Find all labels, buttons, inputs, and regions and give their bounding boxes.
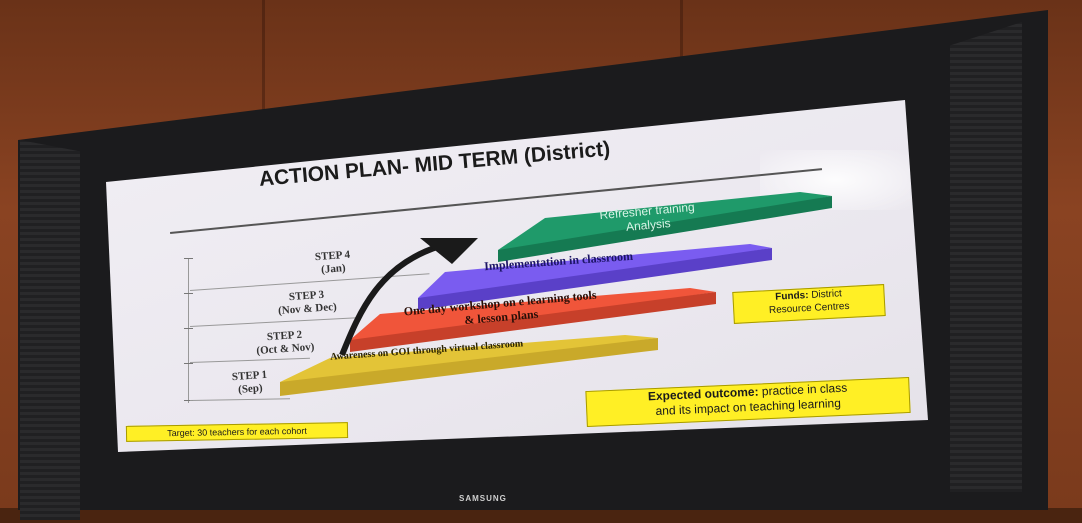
right-speaker <box>950 22 1022 492</box>
layer-3-front <box>418 248 772 310</box>
tv-brand-logo: SAMSUNG <box>459 494 507 503</box>
layer-1-top <box>280 335 658 382</box>
table-surface <box>0 508 1082 523</box>
layer-2-front <box>350 292 716 352</box>
layer-4-front <box>498 196 832 262</box>
arrow-head-icon <box>420 238 478 264</box>
axis-tick <box>184 400 193 401</box>
axis-tick <box>184 328 193 329</box>
axis-tick <box>184 363 193 364</box>
layer-2-top <box>350 288 716 340</box>
left-speaker <box>20 140 80 520</box>
axis-tick <box>184 258 193 259</box>
axis-tick <box>184 293 193 294</box>
layer-1-front <box>280 338 658 396</box>
layer-3-top <box>418 244 772 298</box>
progress-arrow <box>339 243 441 357</box>
layer-4-top <box>498 192 832 250</box>
step-axis <box>188 258 189 403</box>
